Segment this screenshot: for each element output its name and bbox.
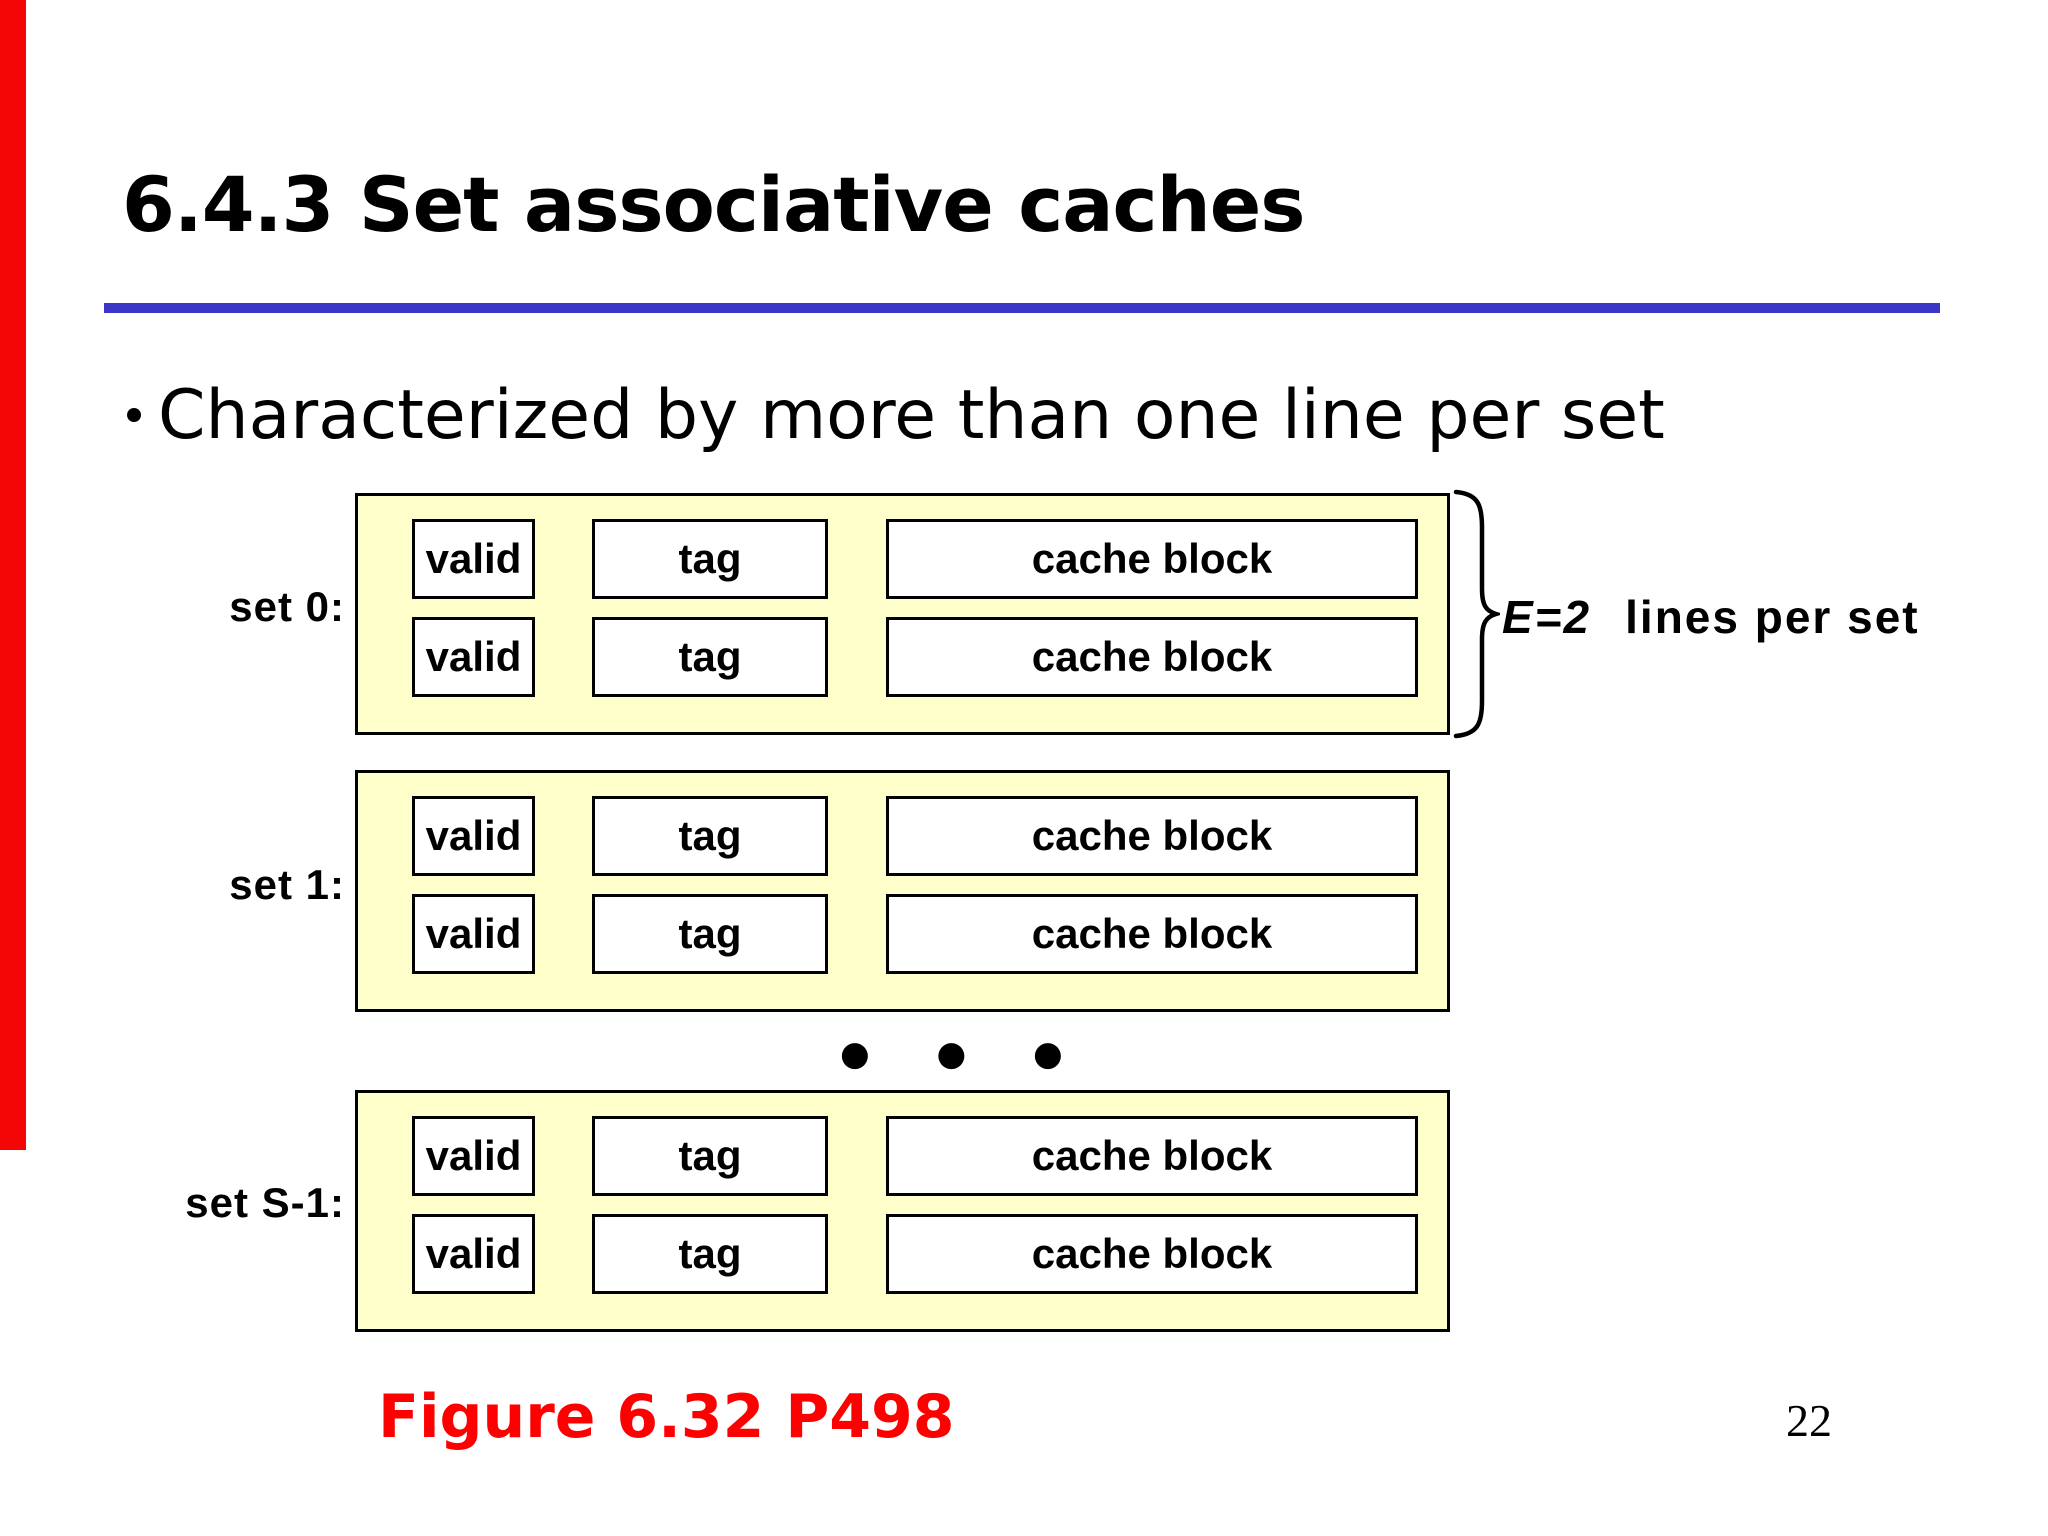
set-1-label: set 1: (229, 861, 345, 908)
tag-cell: tag (592, 796, 828, 876)
lines-per-set-annotation: E=2 lines per set (1502, 590, 1920, 644)
figure-caption: Figure 6.32 P498 (378, 1382, 955, 1452)
right-brace-icon (1453, 489, 1500, 739)
valid-cell: valid (412, 796, 535, 876)
left-edge-red-bar (0, 0, 26, 1150)
cache-block-cell: cache block (886, 1214, 1418, 1294)
vertical-ellipsis-dots: ● ● ● (840, 1034, 1091, 1074)
tag-cell: tag (592, 617, 828, 697)
valid-cell: valid (412, 617, 535, 697)
cache-block-cell: cache block (886, 796, 1418, 876)
tag-cell: tag (592, 1116, 828, 1196)
tag-cell: tag (592, 519, 828, 599)
tag-cell: tag (592, 894, 828, 974)
set-1-box: valid tag cache block valid tag cache bl… (355, 770, 1450, 1012)
e-equals-2-label: E=2 (1502, 591, 1592, 643)
cache-block-cell: cache block (886, 519, 1418, 599)
title-underline-rule (104, 303, 1940, 313)
valid-cell: valid (412, 1116, 535, 1196)
cache-block-cell: cache block (886, 617, 1418, 697)
slide-title: 6.4.3 Set associative caches (122, 160, 1305, 249)
valid-cell: valid (412, 894, 535, 974)
set-0-label: set 0: (229, 583, 345, 630)
valid-cell: valid (412, 1214, 535, 1294)
bullet-dot-icon (127, 408, 141, 422)
set-s-1-box: valid tag cache block valid tag cache bl… (355, 1090, 1450, 1332)
page-number: 22 (1786, 1395, 1832, 1446)
cache-block-cell: cache block (886, 1116, 1418, 1196)
valid-cell: valid (412, 519, 535, 599)
tag-cell: tag (592, 1214, 828, 1294)
cache-block-cell: cache block (886, 894, 1418, 974)
bullet-text: Characterized by more than one line per … (158, 376, 1665, 455)
set-s-1-label: set S-1: (185, 1179, 345, 1226)
lines-per-set-label: lines per set (1625, 591, 1920, 643)
set-0-box: valid tag cache block valid tag cache bl… (355, 493, 1450, 735)
